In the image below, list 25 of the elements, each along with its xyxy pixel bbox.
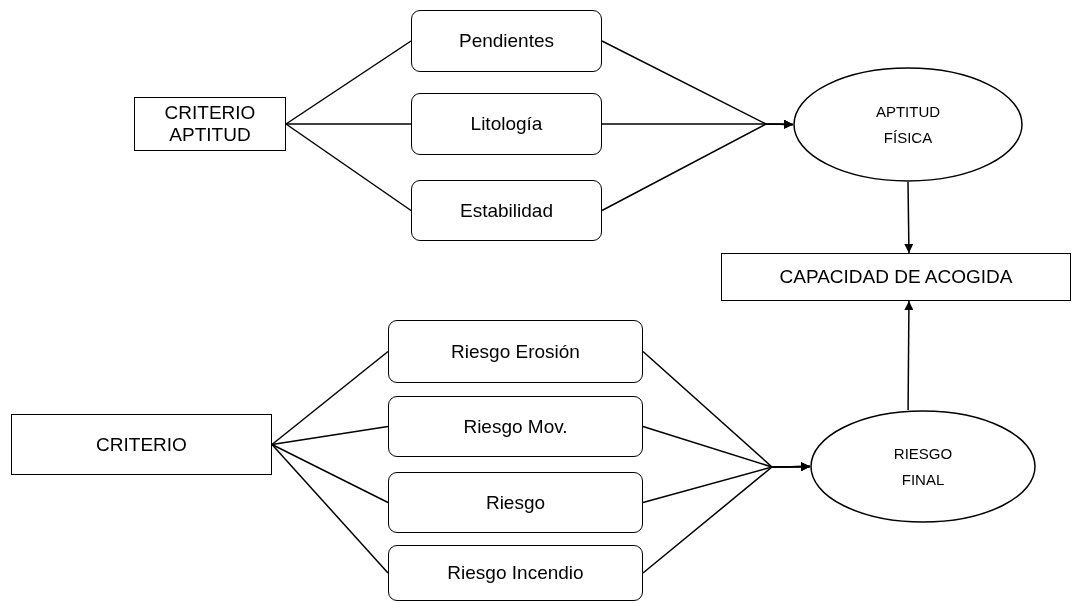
rounded-box: Riesgo Incendio xyxy=(388,545,643,601)
rounded-box: Estabilidad xyxy=(411,180,602,241)
arrow xyxy=(642,462,811,574)
rounded-box: Pendientes xyxy=(411,10,602,72)
rounded-box: Riesgo xyxy=(388,472,643,533)
rounded-box: Litología xyxy=(411,93,602,155)
process-box: CRITERIO APTITUD xyxy=(134,97,286,151)
arrow xyxy=(904,181,914,254)
ellipse-node xyxy=(793,67,1023,182)
rounded-box: Riesgo Mov. xyxy=(388,396,643,457)
arrow xyxy=(904,300,914,411)
node-label: RIESGO FINAL xyxy=(892,444,954,490)
connector-line xyxy=(271,425,389,446)
process-box: CAPACIDAD DE ACOGIDA xyxy=(721,253,1071,301)
connector-line xyxy=(271,350,389,446)
node-label: APTITUD FÍSICA xyxy=(874,102,942,148)
connector-line xyxy=(271,443,389,574)
process-box: CRITERIO xyxy=(11,414,272,475)
connector-line xyxy=(285,123,412,125)
arrow xyxy=(601,119,794,212)
connector-line xyxy=(285,123,412,212)
ellipse-node xyxy=(810,410,1036,523)
rounded-box: Riesgo Erosión xyxy=(388,320,643,383)
connector-line xyxy=(271,443,389,504)
connector-line xyxy=(285,40,412,125)
